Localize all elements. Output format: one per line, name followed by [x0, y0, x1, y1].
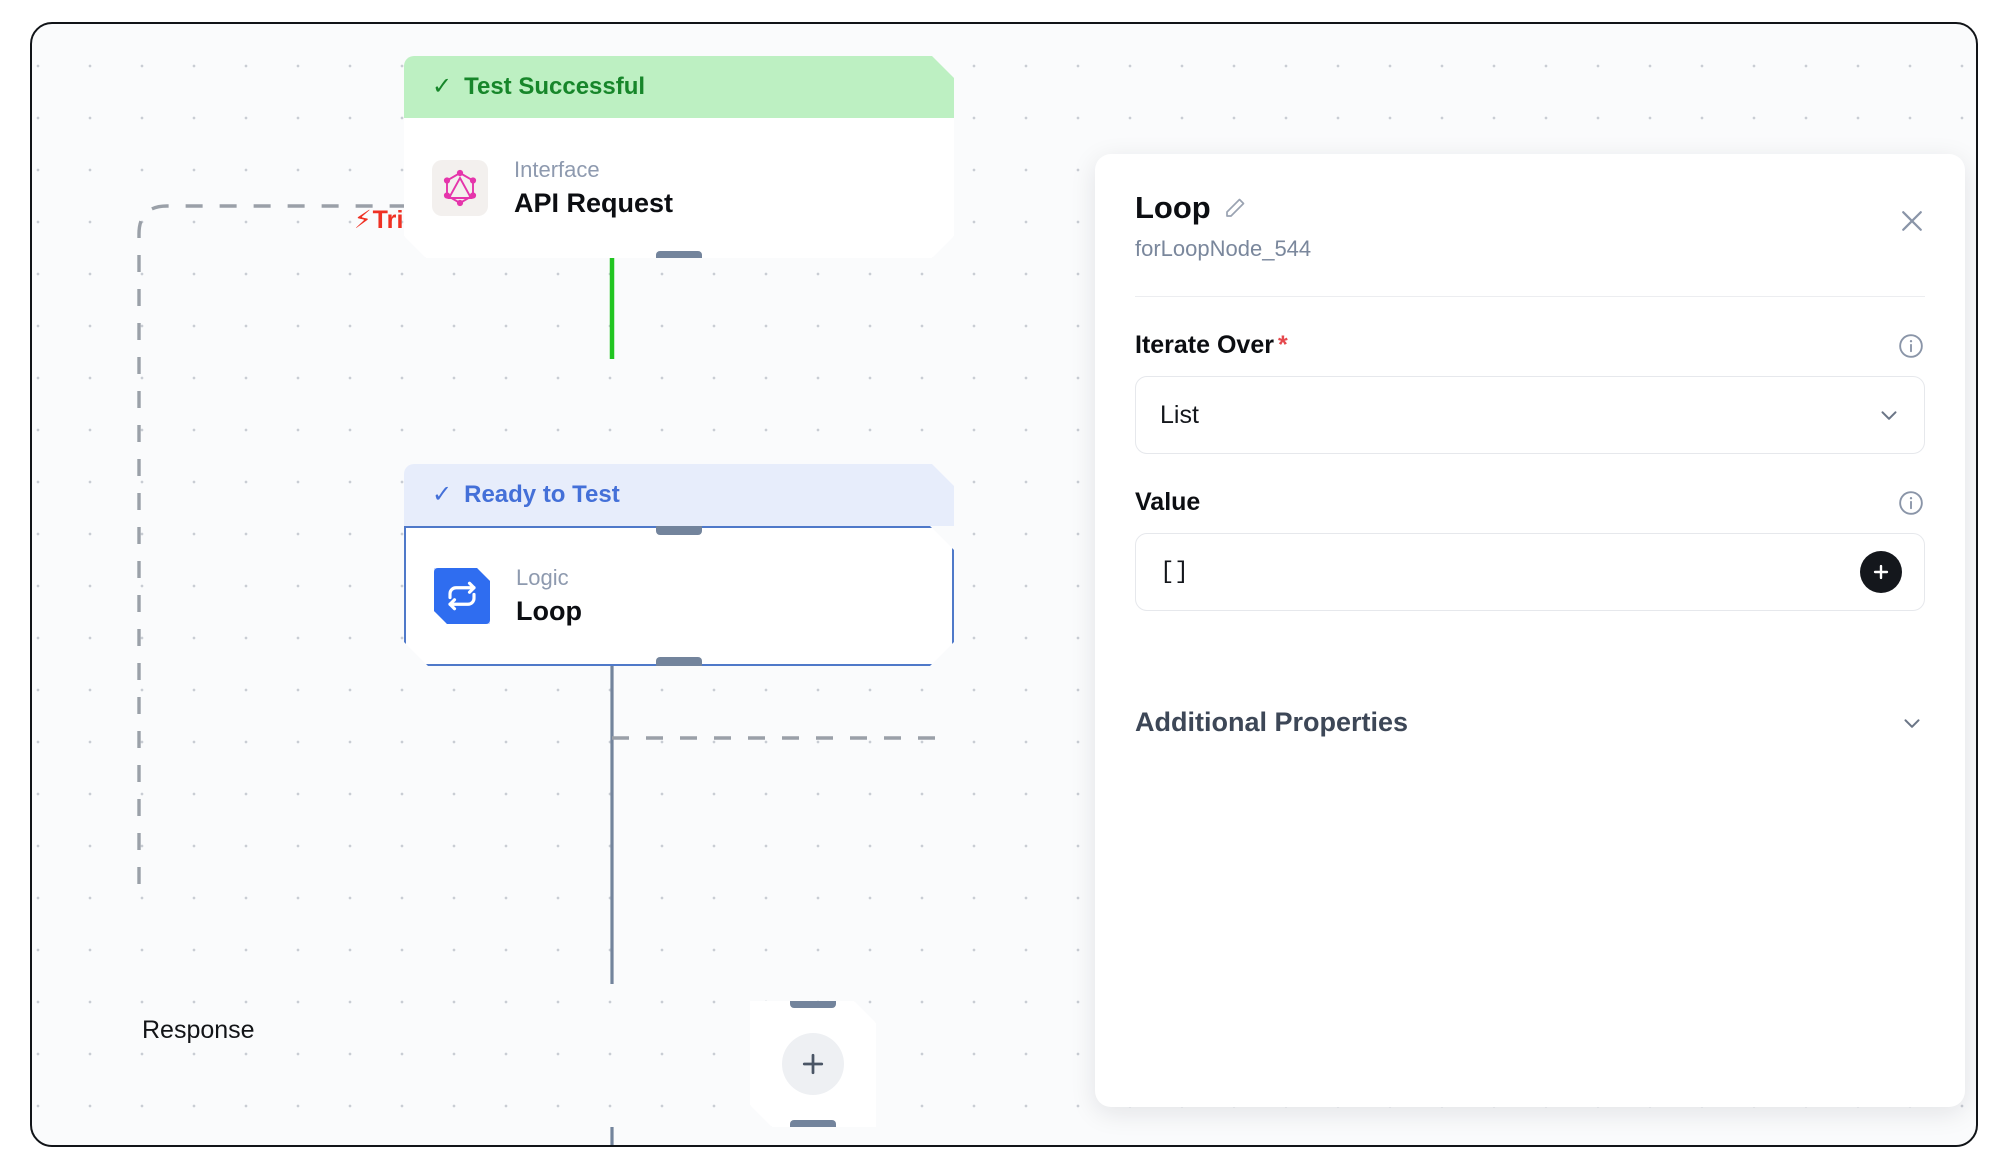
info-icon[interactable] — [1897, 332, 1925, 360]
section-title: Additional Properties — [1135, 707, 1409, 737]
edge-trigger-dashed — [137, 204, 404, 884]
field-iterate-over: Iterate Over* List — [1135, 331, 1925, 454]
panel-divider — [1135, 296, 1925, 297]
field-label-row: Value — [1135, 488, 1925, 517]
node-api-request[interactable]: ✓ Test Successful — [404, 56, 954, 258]
plus-icon[interactable] — [782, 1033, 844, 1095]
chevron-down-icon[interactable] — [1899, 710, 1925, 736]
check-icon: ✓ — [432, 73, 453, 100]
iterate-over-value: List — [1160, 400, 1199, 429]
iterate-over-select[interactable]: List — [1135, 376, 1925, 454]
panel-subtitle: forLoopNode_544 — [1135, 236, 1312, 261]
lightning-bolt-icon: ⚡ — [354, 206, 372, 234]
additional-properties-section[interactable]: Additional Properties — [1135, 707, 1925, 738]
node-card-loop[interactable]: Logic Loop — [404, 526, 954, 666]
node-status-text: Test Successful — [464, 73, 646, 100]
node-meta: Logic Loop — [516, 565, 582, 627]
chevron-down-icon[interactable] — [1876, 402, 1902, 428]
node-loop[interactable]: ✓ Ready to Test Logic Loop — [404, 464, 954, 666]
node-kind-label: Interface — [514, 157, 600, 182]
field-label-row: Iterate Over* — [1135, 331, 1925, 360]
field-label-text: Iterate Over — [1135, 331, 1274, 359]
node-status-badge-success: ✓ Test Successful — [404, 56, 954, 118]
plus-icon[interactable] — [1860, 551, 1902, 593]
field-value: Value [] — [1135, 488, 1925, 611]
value-input[interactable]: [] — [1135, 533, 1925, 611]
graphql-icon — [432, 160, 488, 216]
close-icon[interactable] — [1895, 204, 1929, 238]
pencil-icon[interactable] — [1223, 196, 1247, 220]
node-kind-label: Logic — [516, 565, 569, 590]
panel-title-row: Loop — [1135, 190, 1925, 226]
info-icon[interactable] — [1897, 489, 1925, 517]
panel-header: Loop forLoopNode_544 — [1135, 190, 1925, 262]
node-properties-panel: Loop forLoopNode_544 — [1095, 154, 1965, 1107]
required-asterisk: * — [1277, 331, 1288, 359]
node-meta: Interface API Request — [514, 157, 673, 219]
response-label: Response — [142, 1016, 255, 1044]
node-status-badge-ready: ✓ Ready to Test — [404, 464, 954, 526]
field-label: Iterate Over* — [1135, 331, 1288, 360]
field-label-text: Value — [1135, 488, 1201, 516]
check-icon: ✓ — [432, 481, 453, 508]
add-step-node[interactable] — [750, 1001, 876, 1127]
node-card-api-request[interactable]: Interface API Request — [404, 118, 954, 258]
panel-title: Loop — [1135, 190, 1211, 225]
workflow-canvas[interactable]: ⚡ Trigger Response ✓ Test Successful — [30, 22, 1978, 1147]
loop-icon — [434, 568, 490, 624]
value-input-text: [] — [1160, 558, 1189, 586]
node-title-label: Loop — [516, 596, 582, 626]
node-status-text: Ready to Test — [464, 481, 620, 508]
node-title-label: API Request — [514, 188, 674, 218]
